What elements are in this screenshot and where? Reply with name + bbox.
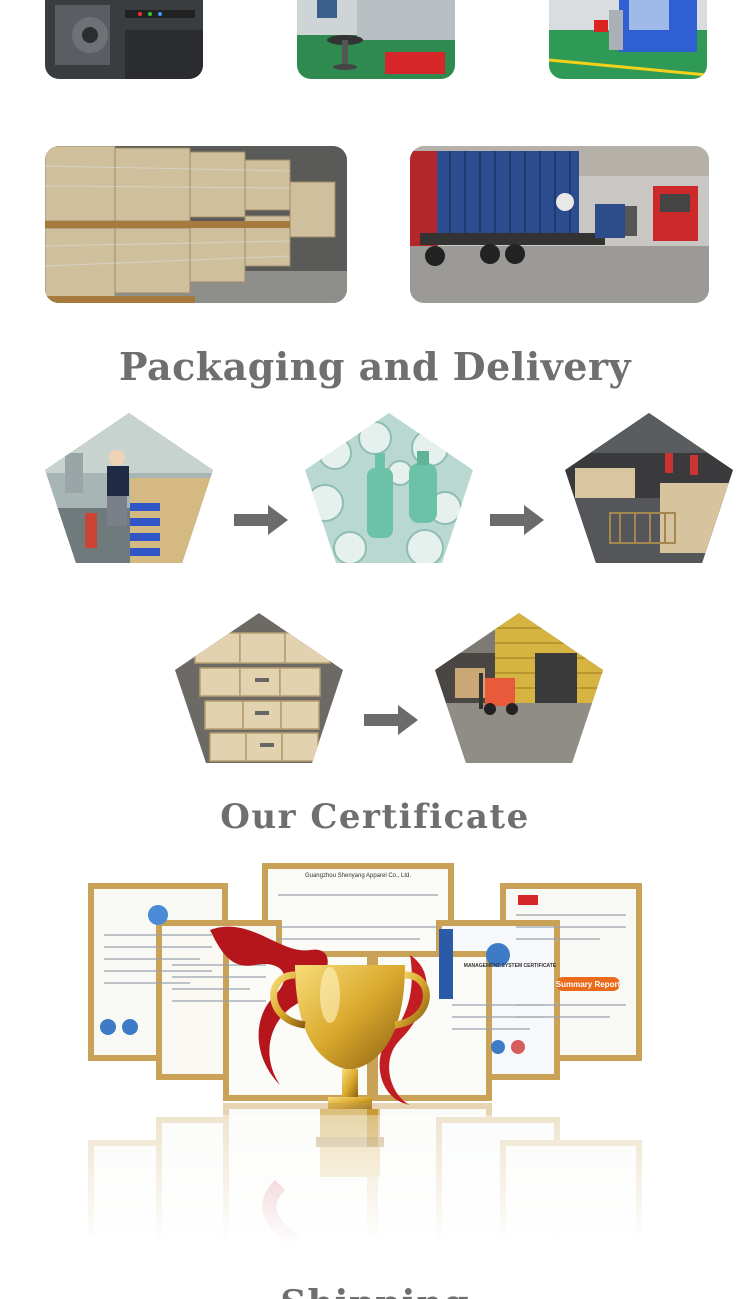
summary-report-badge: Summary Report	[556, 980, 621, 989]
packing-worker-pentagon-photo	[45, 413, 213, 563]
management-cert-title: MANAGEMENT SYSTEM CERTIFICATE	[464, 963, 557, 969]
arrow-right-icon	[490, 505, 544, 535]
carton-boxes-pentagon-photo	[175, 613, 343, 763]
certificate-company-line: Guangzhou Shenyang Apparel Co., Ltd.	[305, 873, 411, 879]
forklift-loading-pentagon-photo	[435, 613, 603, 763]
shipping-heading: Shipping	[0, 1284, 750, 1299]
factory-photo-workstation	[297, 0, 455, 79]
warehouse-pallets-photo	[45, 146, 347, 303]
factory-photo-blue-machine	[549, 0, 707, 79]
green-bottles-pentagon-photo	[305, 413, 473, 563]
warehouse-floor-pentagon-photo	[565, 413, 733, 563]
certificate-heading: Our Certificate	[220, 797, 530, 837]
arrow-right-icon	[364, 705, 418, 735]
container-truck-photo	[410, 146, 709, 303]
packaging-delivery-heading: Packaging and Delivery	[118, 344, 632, 389]
factory-photo-machinery	[45, 0, 203, 79]
arrow-right-icon	[234, 505, 288, 535]
certificates-trophy-collage: Summary Report Guangzhou Shenyang Appare…	[80, 855, 650, 1245]
